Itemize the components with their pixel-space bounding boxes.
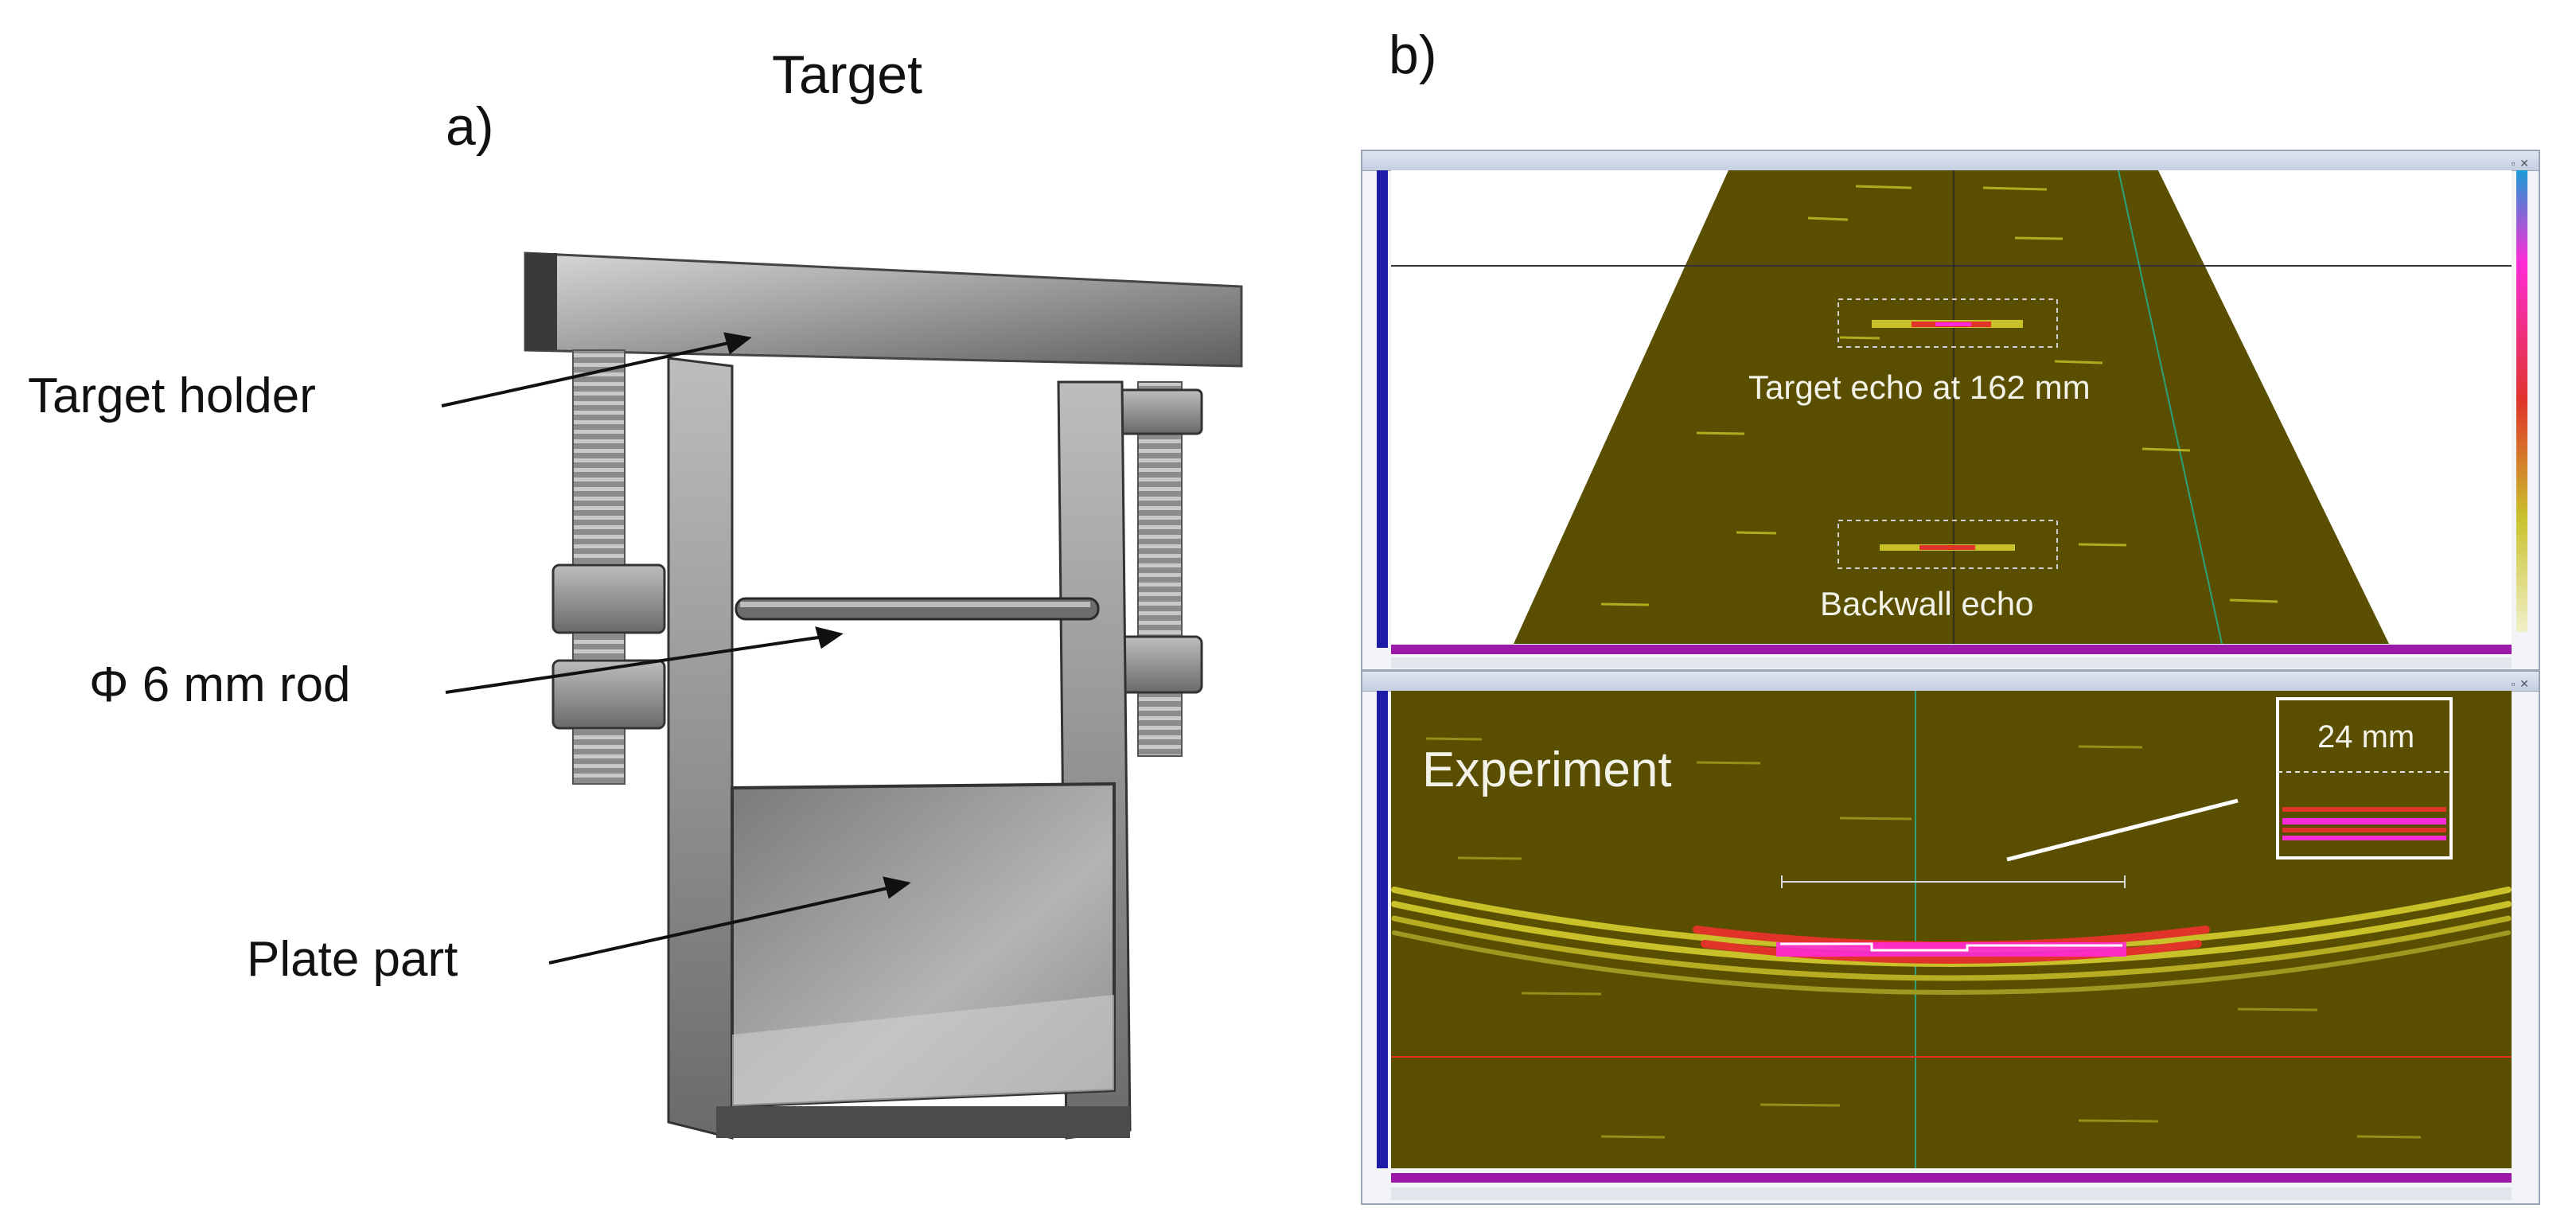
panel-a-label: a) bbox=[446, 96, 494, 157]
sector-fan bbox=[1514, 170, 2389, 644]
bottom-window-titlebar: ▫✕ bbox=[1362, 672, 2539, 692]
top-scan-window: ▫✕ bbox=[1361, 150, 2540, 671]
panel-a-title: Target bbox=[772, 45, 922, 105]
bottom-zoomed-scan bbox=[1377, 691, 2512, 1200]
plate-part-label: Plate part bbox=[247, 932, 458, 987]
right-bolt bbox=[1137, 381, 1183, 757]
target-echo-label: Target echo at 162 mm bbox=[1748, 368, 2091, 406]
holder-bar bbox=[524, 251, 1243, 368]
panel-b-label: b) bbox=[1389, 25, 1437, 85]
color-scale-right bbox=[2516, 170, 2527, 632]
backwall-echo-label: Backwall echo bbox=[1820, 585, 2034, 622]
experiment-label: Experiment bbox=[1422, 743, 1672, 797]
color-scale-left-2 bbox=[1377, 691, 1388, 1168]
frame-left bbox=[667, 357, 734, 1140]
window-controls-icon[interactable]: ▫✕ bbox=[2511, 157, 2534, 170]
target-holder-label: Target holder bbox=[28, 368, 316, 423]
color-scale-bottom bbox=[1391, 645, 2512, 654]
top-window-titlebar: ▫✕ bbox=[1362, 151, 2539, 171]
color-scale-left bbox=[1377, 170, 1388, 648]
measurement-label: 24 mm bbox=[2317, 719, 2415, 754]
bottom-scan-window: ▫✕ bbox=[1361, 670, 2540, 1205]
rod bbox=[735, 597, 1100, 621]
target-photo bbox=[441, 251, 1243, 1140]
color-scale-bottom-2 bbox=[1391, 1173, 2512, 1183]
window-controls-icon-2[interactable]: ▫✕ bbox=[2511, 677, 2534, 690]
top-sector-scan bbox=[1377, 170, 2527, 669]
rod-label: Φ 6 mm rod bbox=[89, 657, 351, 712]
